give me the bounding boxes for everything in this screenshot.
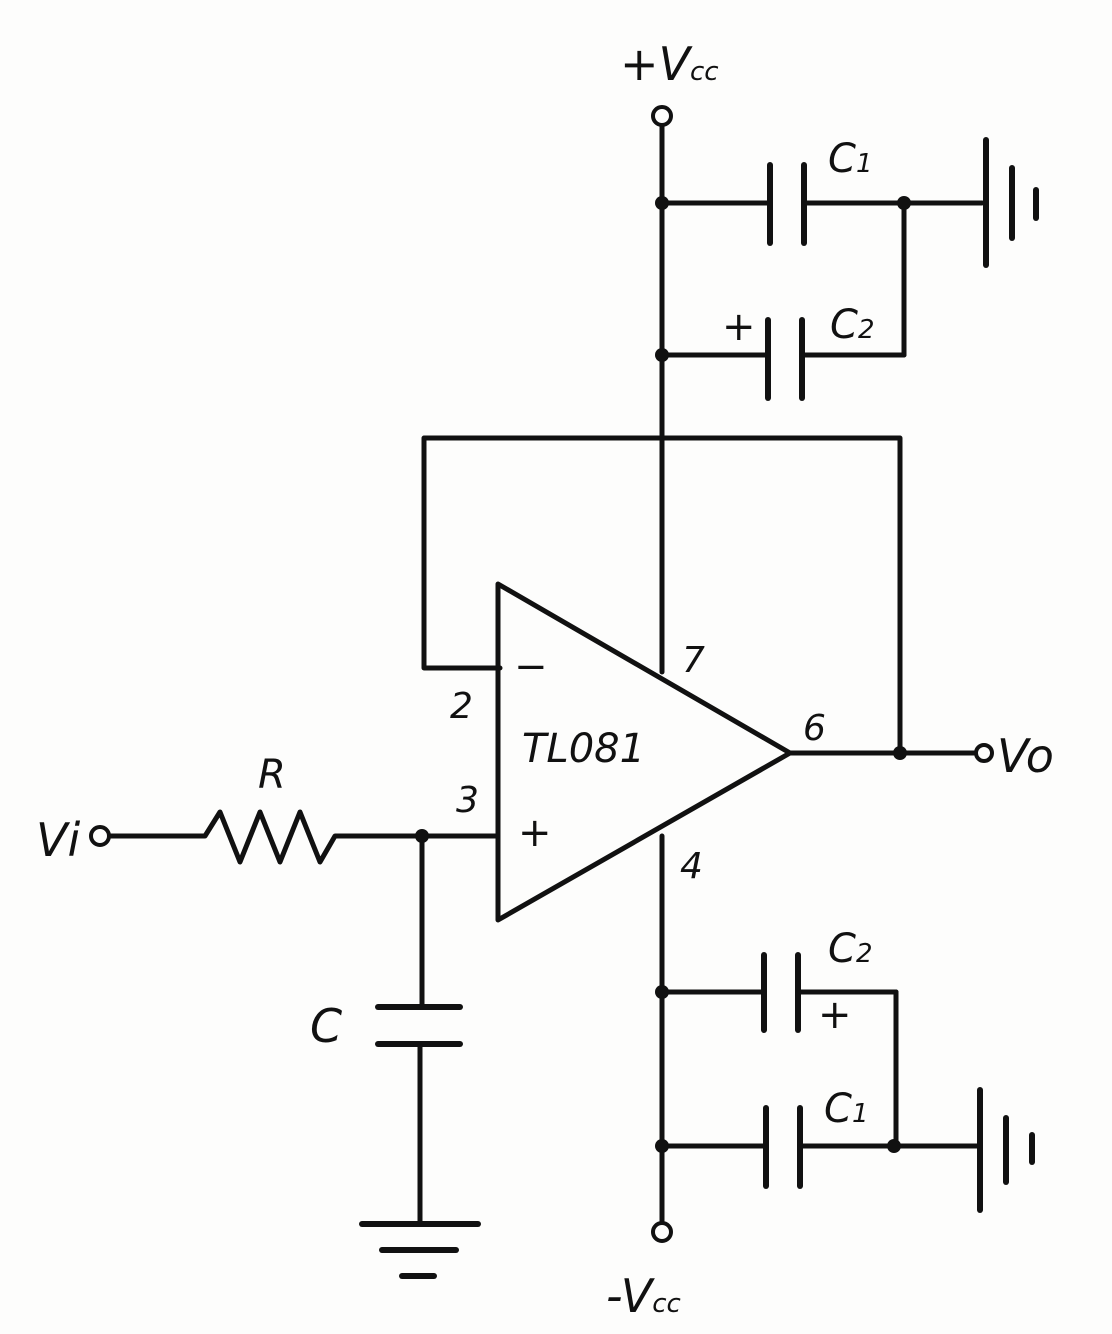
junction-dot	[655, 348, 669, 362]
junction-dot	[655, 985, 669, 999]
junction-dot	[893, 746, 907, 760]
junction-dot	[415, 829, 429, 843]
opamp-part-label: TL081	[522, 726, 645, 772]
negative-supply-label: -Vcc	[606, 1269, 681, 1323]
bottom-ground-symbol	[977, 1087, 1035, 1213]
noninverting-input-symbol: +	[518, 810, 552, 856]
top-ground-symbol	[983, 137, 1039, 268]
pin-4-label: 4	[680, 846, 703, 887]
junction-dot	[655, 1139, 669, 1153]
output-terminal	[974, 743, 994, 763]
bottom-c1-label: C1	[824, 1086, 868, 1132]
input-ground-symbol	[359, 1221, 481, 1279]
junction-dot	[655, 196, 669, 210]
input-terminal	[89, 825, 111, 847]
input-label: Vi	[36, 813, 80, 867]
top-c2-capacitor	[659, 200, 907, 401]
inverting-input-symbol: −	[514, 644, 548, 690]
top-c2-polarity: +	[722, 304, 756, 350]
bottom-c2-capacitor	[659, 952, 899, 1149]
output-label: Vo	[997, 729, 1054, 783]
opamp-triangle	[495, 581, 793, 923]
junction-dot	[887, 1139, 901, 1153]
input-resistor	[107, 809, 501, 865]
shunt-capacitor	[375, 833, 463, 1225]
pin-6-label: 6	[803, 708, 826, 749]
bottom-c1-capacitor	[659, 1105, 981, 1189]
bottom-c2-label: C2	[828, 926, 872, 972]
junction-dot	[897, 196, 911, 210]
pin-3-label: 3	[456, 780, 479, 821]
feedback-wire	[421, 435, 903, 756]
top-c2-label: C2	[830, 302, 874, 348]
capacitor-label: C	[310, 999, 342, 1053]
top-c1-capacitor	[659, 162, 985, 246]
resistor-label: R	[258, 752, 286, 798]
positive-supply-label: +Vcc	[620, 37, 719, 91]
positive-supply-terminal	[651, 105, 673, 127]
bottom-c2-polarity: +	[818, 992, 852, 1038]
negative-supply-terminal	[651, 1221, 673, 1243]
pin-2-label: 2	[450, 686, 473, 727]
top-c1-label: C1	[828, 136, 872, 182]
pin-7-label: 7	[682, 640, 705, 681]
